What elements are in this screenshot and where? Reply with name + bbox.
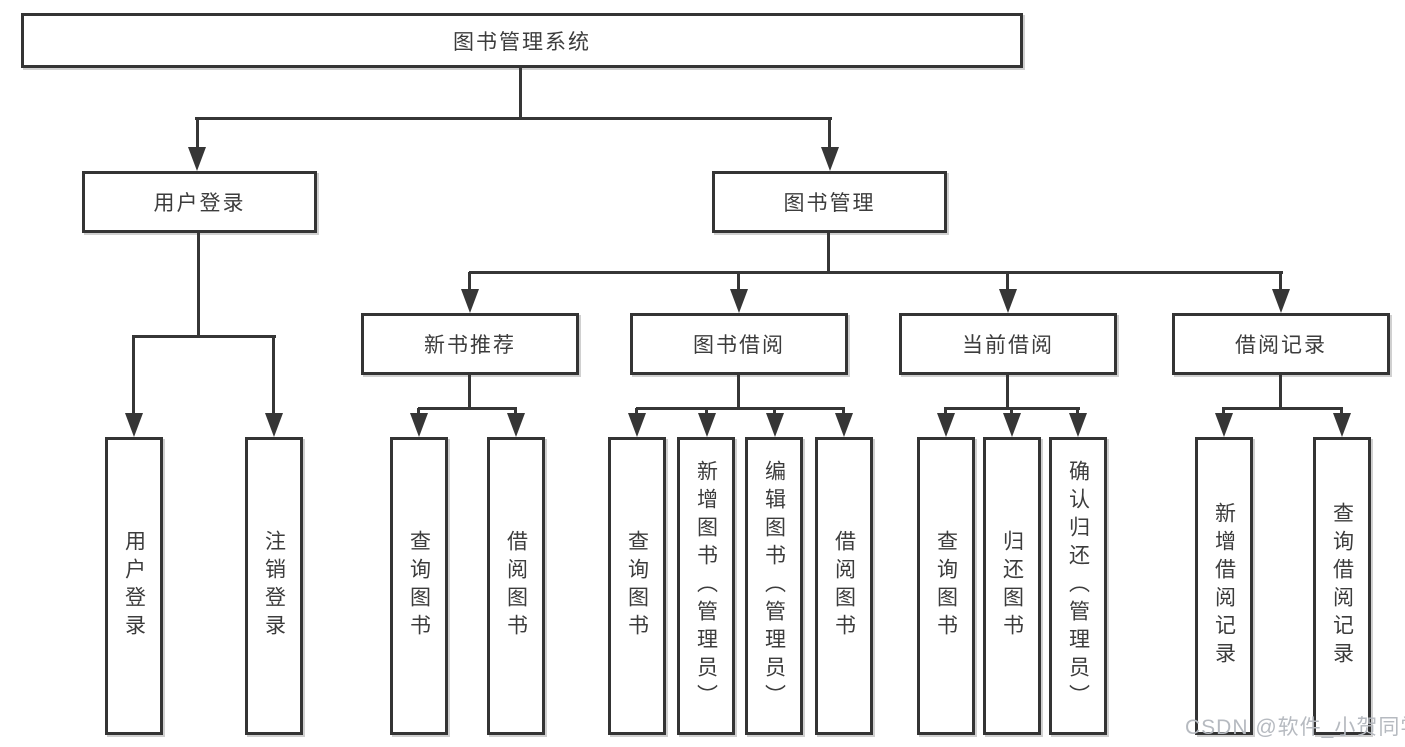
connector-book-management-trunk <box>827 233 830 272</box>
connector-stub <box>1279 272 1282 290</box>
connector-current-borrow-trunk <box>1006 375 1009 408</box>
leaf-confirm-return-admin: 确认归还（管理员） <box>1049 437 1107 735</box>
leaf-query-book-current: 查询图书 <box>917 437 975 735</box>
arrow-down-icon <box>410 413 428 437</box>
leaf-label: 编辑图书（管理员） <box>762 460 786 712</box>
connector-user-login-fork <box>132 335 276 338</box>
arrow-down-icon <box>1272 289 1290 313</box>
arrow-down-icon <box>698 413 716 437</box>
leaf-label: 用户登录 <box>122 530 146 642</box>
connector-book-borrow-fork <box>636 407 845 410</box>
leaf-borrow-book: 借阅图书 <box>815 437 873 735</box>
leaf-query-book-recommend: 查询图书 <box>390 437 448 735</box>
arrow-down-icon <box>821 147 839 171</box>
arrow-down-icon <box>507 413 525 437</box>
leaf-label: 新增图书（管理员） <box>694 460 718 712</box>
arrow-down-icon <box>461 289 479 313</box>
arrow-down-icon <box>937 413 955 437</box>
connector-stub <box>1006 272 1009 290</box>
connector-book-borrow-trunk <box>737 375 740 408</box>
leaf-query-borrow-record: 查询借阅记录 <box>1313 437 1371 735</box>
leaf-label: 查询图书 <box>934 530 958 642</box>
node-new-book-recommend: 新书推荐 <box>361 313 579 375</box>
connector-borrow-record-fork <box>1222 407 1343 410</box>
leaf-label: 借阅图书 <box>832 530 856 642</box>
node-current-borrow: 当前借阅 <box>899 313 1117 375</box>
node-borrow-record: 借阅记录 <box>1172 313 1390 375</box>
arrow-down-icon <box>125 413 143 437</box>
leaf-label: 归还图书 <box>1000 530 1024 642</box>
node-user-login: 用户登录 <box>82 171 317 233</box>
leaf-add-borrow-record: 新增借阅记录 <box>1195 437 1253 735</box>
connector-new-book-trunk <box>468 375 471 408</box>
leaf-label: 借阅图书 <box>504 530 528 642</box>
arrow-down-icon <box>1333 413 1351 437</box>
leaf-edit-book-admin: 编辑图书（管理员） <box>745 437 803 735</box>
leaf-logout: 注销登录 <box>245 437 303 735</box>
connector-stub <box>272 336 275 416</box>
leaf-label: 查询图书 <box>407 530 431 642</box>
connector-book-management-fork <box>469 271 1283 274</box>
connector-borrow-record-trunk <box>1279 375 1282 408</box>
arrow-down-icon <box>265 413 283 437</box>
connector-stub <box>828 118 831 151</box>
connector-stub <box>737 272 740 290</box>
leaf-label: 查询图书 <box>625 530 649 642</box>
connector-stub <box>132 336 135 416</box>
leaf-label: 查询借阅记录 <box>1330 502 1354 670</box>
leaf-label: 新增借阅记录 <box>1212 502 1236 670</box>
leaf-return-book: 归还图书 <box>983 437 1041 735</box>
node-book-management: 图书管理 <box>712 171 947 233</box>
connector-root-trunk <box>519 68 522 118</box>
node-book-borrow: 图书借阅 <box>630 313 848 375</box>
arrow-down-icon <box>1003 413 1021 437</box>
arrow-down-icon <box>188 147 206 171</box>
leaf-label: 确认归还（管理员） <box>1066 460 1090 712</box>
root-node: 图书管理系统 <box>21 13 1023 68</box>
connector-new-book-fork <box>418 407 517 410</box>
arrow-down-icon <box>730 289 748 313</box>
arrow-down-icon <box>1069 413 1087 437</box>
arrow-down-icon <box>999 289 1017 313</box>
connector-stub <box>468 272 471 290</box>
connector-root-fork <box>195 117 832 120</box>
connector-stub <box>196 118 199 151</box>
connector-user-login-trunk <box>197 233 200 336</box>
leaf-borrow-book-recommend: 借阅图书 <box>487 437 545 735</box>
csdn-watermark: CSDN @软件_小贺同学 <box>1185 716 1405 739</box>
leaf-label: 注销登录 <box>262 530 286 642</box>
leaf-user-login: 用户登录 <box>105 437 163 735</box>
arrow-down-icon <box>1215 413 1233 437</box>
arrow-down-icon <box>766 413 784 437</box>
arrow-down-icon <box>628 413 646 437</box>
leaf-query-book-borrow: 查询图书 <box>608 437 666 735</box>
leaf-add-book-admin: 新增图书（管理员） <box>677 437 735 735</box>
arrow-down-icon <box>835 413 853 437</box>
